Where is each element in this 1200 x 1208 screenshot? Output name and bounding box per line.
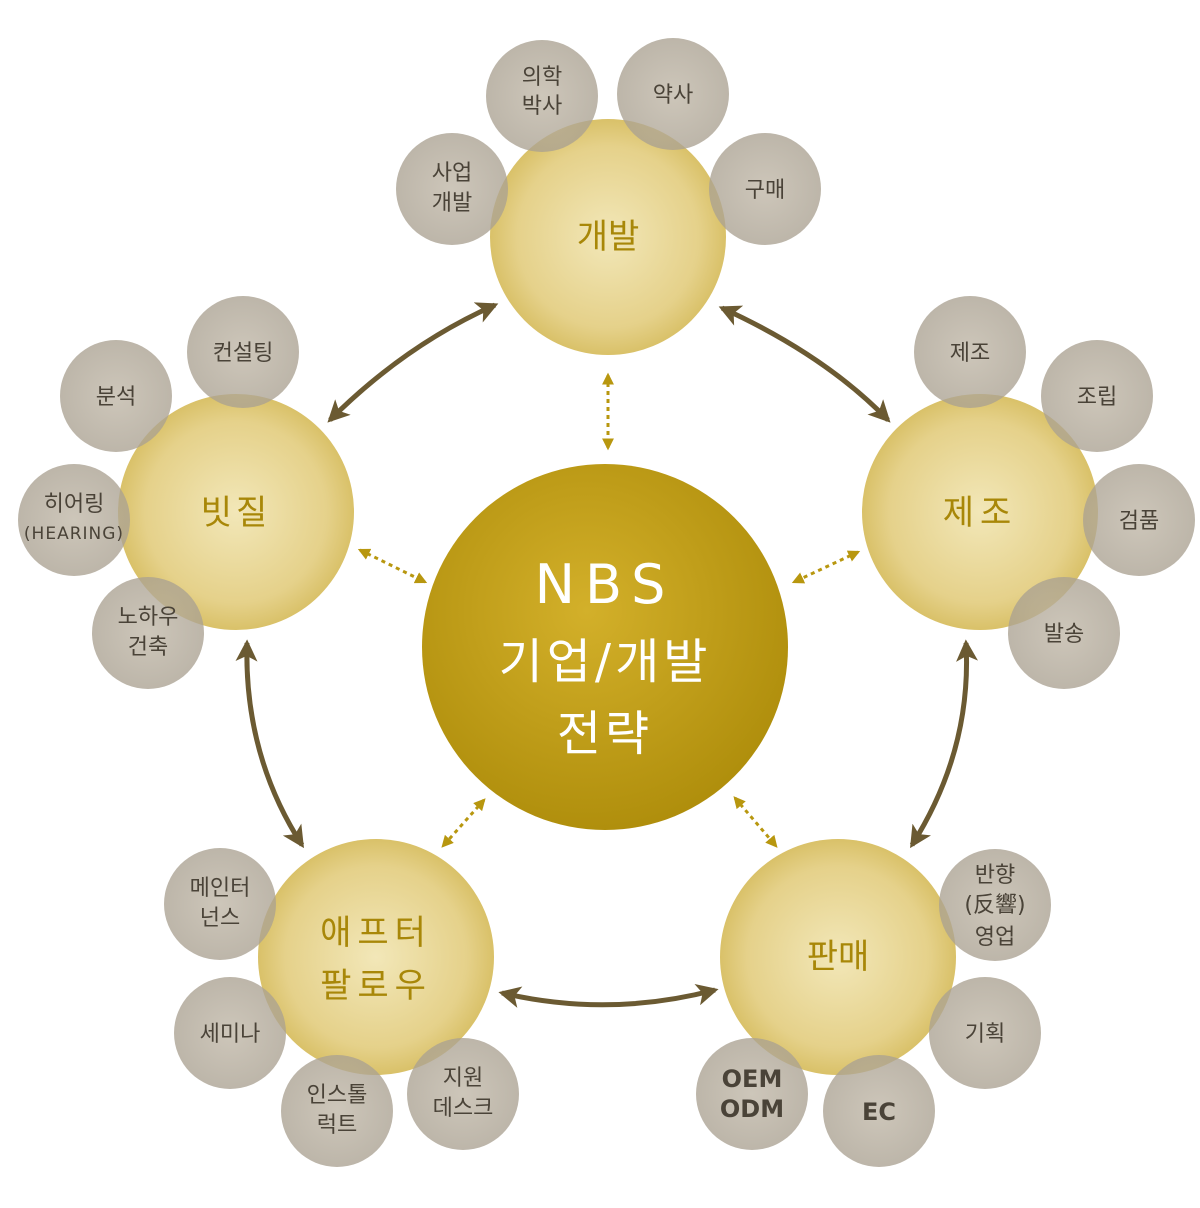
stage-after-group: 애프터 팔로우 메인터 넌스 세미나 인스톨 럭트 지원 데스크 <box>164 839 519 1167</box>
sat-sales-oem-circle <box>696 1038 808 1150</box>
sat-after-helpdesk-circle <box>407 1038 519 1150</box>
sat-mfg-manufacture-circle <box>914 296 1026 408</box>
center-node: NBS 기업/개발 전략 <box>422 464 788 830</box>
sat-sales-response-line1: 반향 <box>975 863 1015 888</box>
sat-after-helpdesk-line2: 데스크 <box>433 1096 494 1121</box>
sat-sales-response-line2: (反響) <box>964 893 1025 918</box>
sat-dev-medical-circle <box>486 40 598 152</box>
sat-sales-ec-circle <box>823 1055 935 1167</box>
sat-bitjil-knowhow-circle <box>92 577 204 689</box>
sat-dev-pharma-line1: 약사 <box>653 83 693 108</box>
arrow-dev-mfg <box>718 305 891 423</box>
sat-sales-oem-line2: ODM <box>720 1095 784 1123</box>
arrow-sales-after <box>498 983 719 1008</box>
sat-dev-purchase-circle <box>709 133 821 245</box>
sat-after-maintenance-line1: 메인터 <box>190 876 251 901</box>
sat-mfg-assembly-circle <box>1041 340 1153 452</box>
sat-bitjil-hearing-circle <box>18 464 130 576</box>
arrow-after-bitjil <box>235 639 305 849</box>
sat-sales-oem-line1: OEM <box>722 1065 783 1093</box>
stage-bitjil-label: 빗질 <box>201 493 272 533</box>
sat-dev-bizdev-circle <box>396 133 508 245</box>
sat-after-instructor-circle <box>281 1055 393 1167</box>
sat-bitjil-knowhow-line1: 노하우 <box>118 605 179 630</box>
sat-after-helpdesk-line1: 지원 <box>443 1066 483 1091</box>
stage-dev-label: 개발 <box>577 217 640 257</box>
sat-after-maintenance-circle <box>164 848 276 960</box>
stage-after-circle <box>258 839 494 1075</box>
stage-after-label-line2: 팔로우 <box>320 966 432 1006</box>
sat-sales-planning-circle <box>929 977 1041 1089</box>
sat-dev-pharma-circle <box>617 38 729 150</box>
stage-mfg-group: 제조 제조 조립 검품 발송 <box>862 296 1195 689</box>
sat-mfg-shipping-line1: 발송 <box>1044 622 1084 647</box>
center-subtitle: 기업/개발 <box>499 634 712 690</box>
arrow-bitjil-dev <box>327 302 499 423</box>
center-arrows <box>357 372 861 848</box>
sat-mfg-assembly-line1: 조립 <box>1077 385 1117 410</box>
sat-dev-purchase-line1: 구매 <box>745 178 785 203</box>
dotted-arrow-bitjil <box>357 548 428 584</box>
center-circle <box>422 464 788 830</box>
sat-bitjil-hearing-line2: (HEARING) <box>24 524 124 544</box>
sat-mfg-inspection-circle <box>1083 464 1195 576</box>
sat-after-instructor-line1: 인스톨 <box>307 1083 368 1108</box>
center-title: NBS <box>535 553 676 616</box>
sat-dev-medical-line1: 의학 <box>522 65 562 90</box>
sat-bitjil-consulting-line1: 컨설팅 <box>213 341 274 366</box>
stage-after-label-line1: 애프터 <box>320 913 432 953</box>
sat-bitjil-hearing-line1: 히어링 <box>44 492 105 517</box>
sat-after-maintenance-line2: 넌스 <box>200 906 240 931</box>
sat-after-seminar-circle <box>174 977 286 1089</box>
stage-dev-group: 개발 의학 박사 약사 사업 개발 구매 <box>396 38 821 355</box>
sat-mfg-manufacture-line1: 제조 <box>950 341 990 366</box>
dotted-arrow-sales <box>733 796 778 848</box>
center-strategy: 전략 <box>557 706 653 762</box>
arrow-mfg-sales <box>909 639 979 849</box>
dotted-arrow-after <box>441 798 486 848</box>
sat-bitjil-analysis-circle <box>60 340 172 452</box>
sat-after-seminar-line1: 세미나 <box>200 1022 261 1047</box>
stage-dev-circle <box>490 119 726 355</box>
sat-bitjil-analysis-line1: 분석 <box>96 385 136 410</box>
stage-sales-group: 판매 반향 (反響) 영업 기획 EC OEM ODM <box>696 839 1051 1167</box>
sat-mfg-inspection-line1: 검품 <box>1119 509 1159 534</box>
sat-sales-response-circle <box>939 849 1051 961</box>
sat-bitjil-consulting-circle <box>187 296 299 408</box>
stage-mfg-circle <box>862 394 1098 630</box>
sat-dev-bizdev-line2: 개발 <box>432 191 472 216</box>
sat-sales-response-line3: 영업 <box>975 925 1015 950</box>
cycle-arrows <box>235 302 979 1008</box>
dotted-arrow-mfg <box>791 550 861 584</box>
stage-bitjil-group: 빗질 컨설팅 분석 히어링 (HEARING) 노하우 건축 <box>18 296 354 689</box>
sat-bitjil-knowhow-line2: 건축 <box>128 635 168 660</box>
stage-sales-label: 판매 <box>807 937 870 977</box>
stage-sales-circle <box>720 839 956 1075</box>
sat-dev-medical-line2: 박사 <box>522 94 562 119</box>
sat-mfg-shipping-circle <box>1008 577 1120 689</box>
stage-bitjil-circle <box>118 394 354 630</box>
stage-mfg-label: 제조 <box>943 493 1018 533</box>
sat-sales-planning-line1: 기획 <box>965 1022 1005 1047</box>
sat-after-instructor-line2: 럭트 <box>317 1113 357 1138</box>
sat-dev-bizdev-line1: 사업 <box>432 161 472 186</box>
sat-sales-ec-line1: EC <box>862 1098 896 1126</box>
